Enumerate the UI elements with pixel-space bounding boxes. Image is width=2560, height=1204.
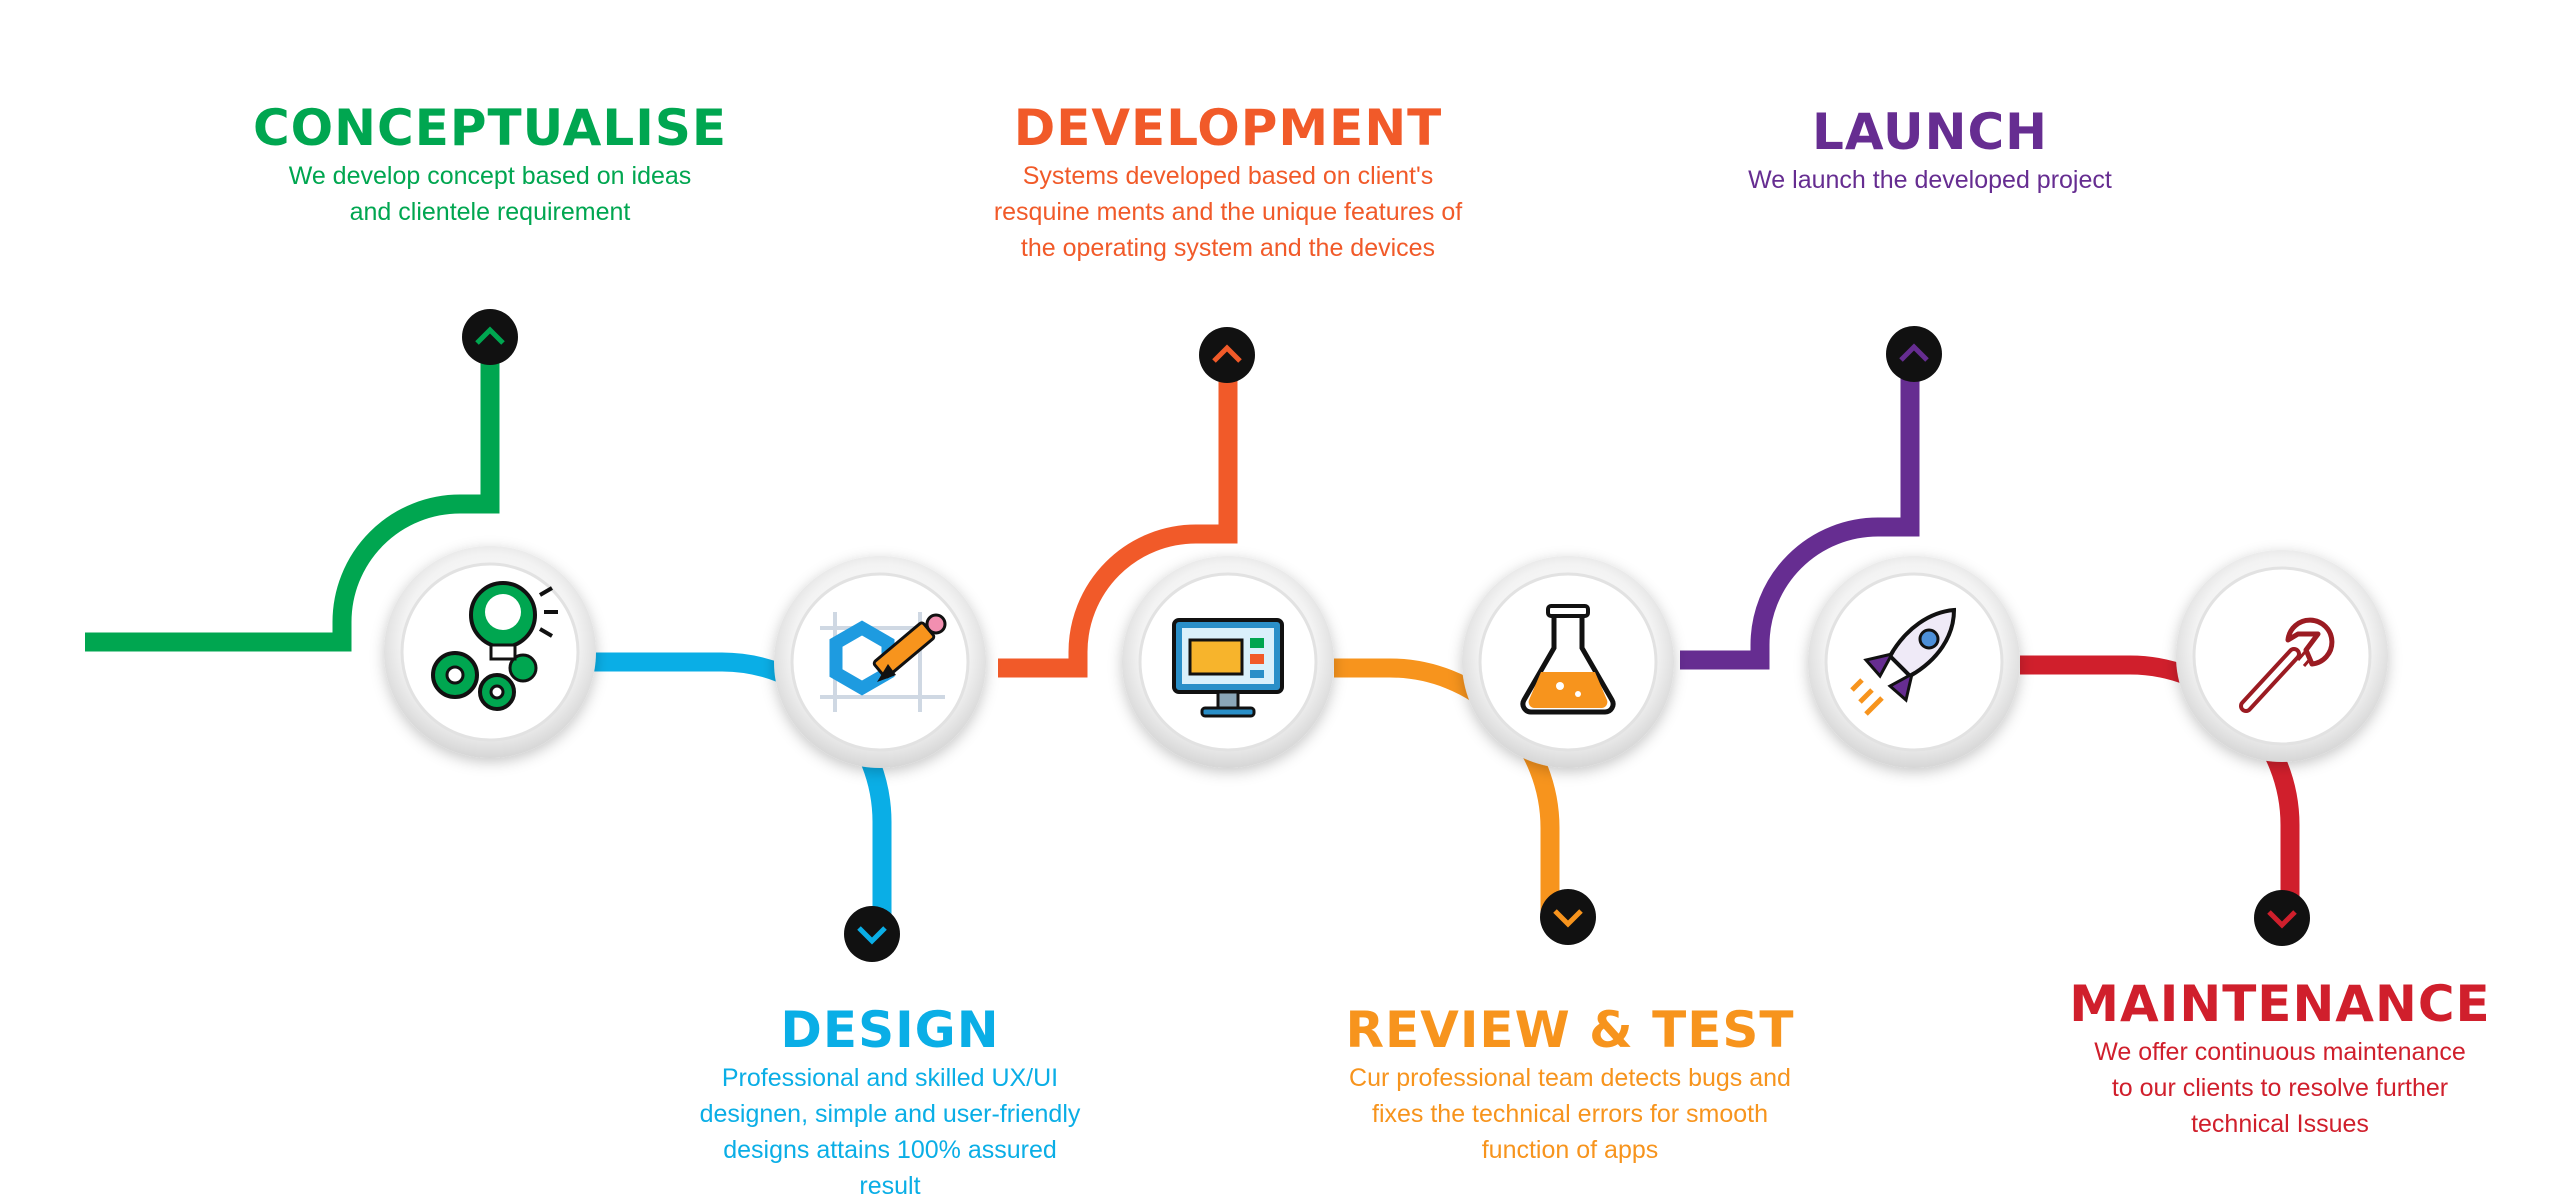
step-description: We offer continuous maintenance to our c… xyxy=(2094,1038,2466,1138)
step-design: DESIGN Professional and skilled UX/UI de… xyxy=(600,1000,1180,1204)
arrow-down-maintenance xyxy=(2254,890,2310,946)
circle-launch xyxy=(1808,556,2020,768)
step-development: DEVELOPMENT Systems developed based on c… xyxy=(948,98,1508,266)
arrow-down-design xyxy=(844,906,900,962)
step-title: DESIGN xyxy=(780,1001,1000,1059)
step-title: REVIEW & TEST xyxy=(1345,1001,1795,1059)
step-conceptualise: CONCEPTUALISE We develop concept based o… xyxy=(200,98,780,230)
lightbulb-gears-icon xyxy=(431,581,558,711)
circle-review xyxy=(1462,556,1674,768)
connector-conceptualise xyxy=(85,342,500,652)
step-description: Cur professional team detects bugs and f… xyxy=(1349,1064,1791,1164)
step-title: MAINTENANCE xyxy=(2069,975,2491,1033)
step-title: DEVELOPMENT xyxy=(1013,99,1443,157)
step-launch: LAUNCH We launch the developed project xyxy=(1700,102,2160,198)
arrow-up-development xyxy=(1199,327,1255,383)
step-review: REVIEW & TEST Cur professional team dete… xyxy=(1290,1000,1850,1168)
circle-design xyxy=(774,556,986,768)
connector-launch xyxy=(1680,356,1920,670)
connector-development xyxy=(998,358,1238,678)
arrow-down-review xyxy=(1540,889,1596,945)
step-title: CONCEPTUALISE xyxy=(252,99,728,157)
step-maintenance: MAINTENANCE We offer continuous maintena… xyxy=(2000,974,2560,1142)
circle-conceptualise xyxy=(384,546,596,758)
flask-icon xyxy=(1520,604,1616,715)
circle-maintenance xyxy=(2176,550,2388,762)
rocket-icon xyxy=(1850,607,1957,716)
monitor-code-icon xyxy=(1172,618,1284,718)
step-description: Professional and skilled UX/UI designen,… xyxy=(699,1064,1081,1200)
step-description: We launch the developed project xyxy=(1748,166,2112,194)
step-title: LAUNCH xyxy=(1811,103,2048,161)
pencil-hexagon-icon xyxy=(820,612,947,712)
wrench-icon xyxy=(2239,617,2335,713)
arrow-up-launch xyxy=(1886,326,1942,382)
arrow-up-conceptualise xyxy=(462,309,518,365)
step-description: We develop concept based on ideas and cl… xyxy=(288,162,692,226)
step-description: Systems developed based on client's resq… xyxy=(993,162,1463,262)
circle-development xyxy=(1122,556,1334,768)
